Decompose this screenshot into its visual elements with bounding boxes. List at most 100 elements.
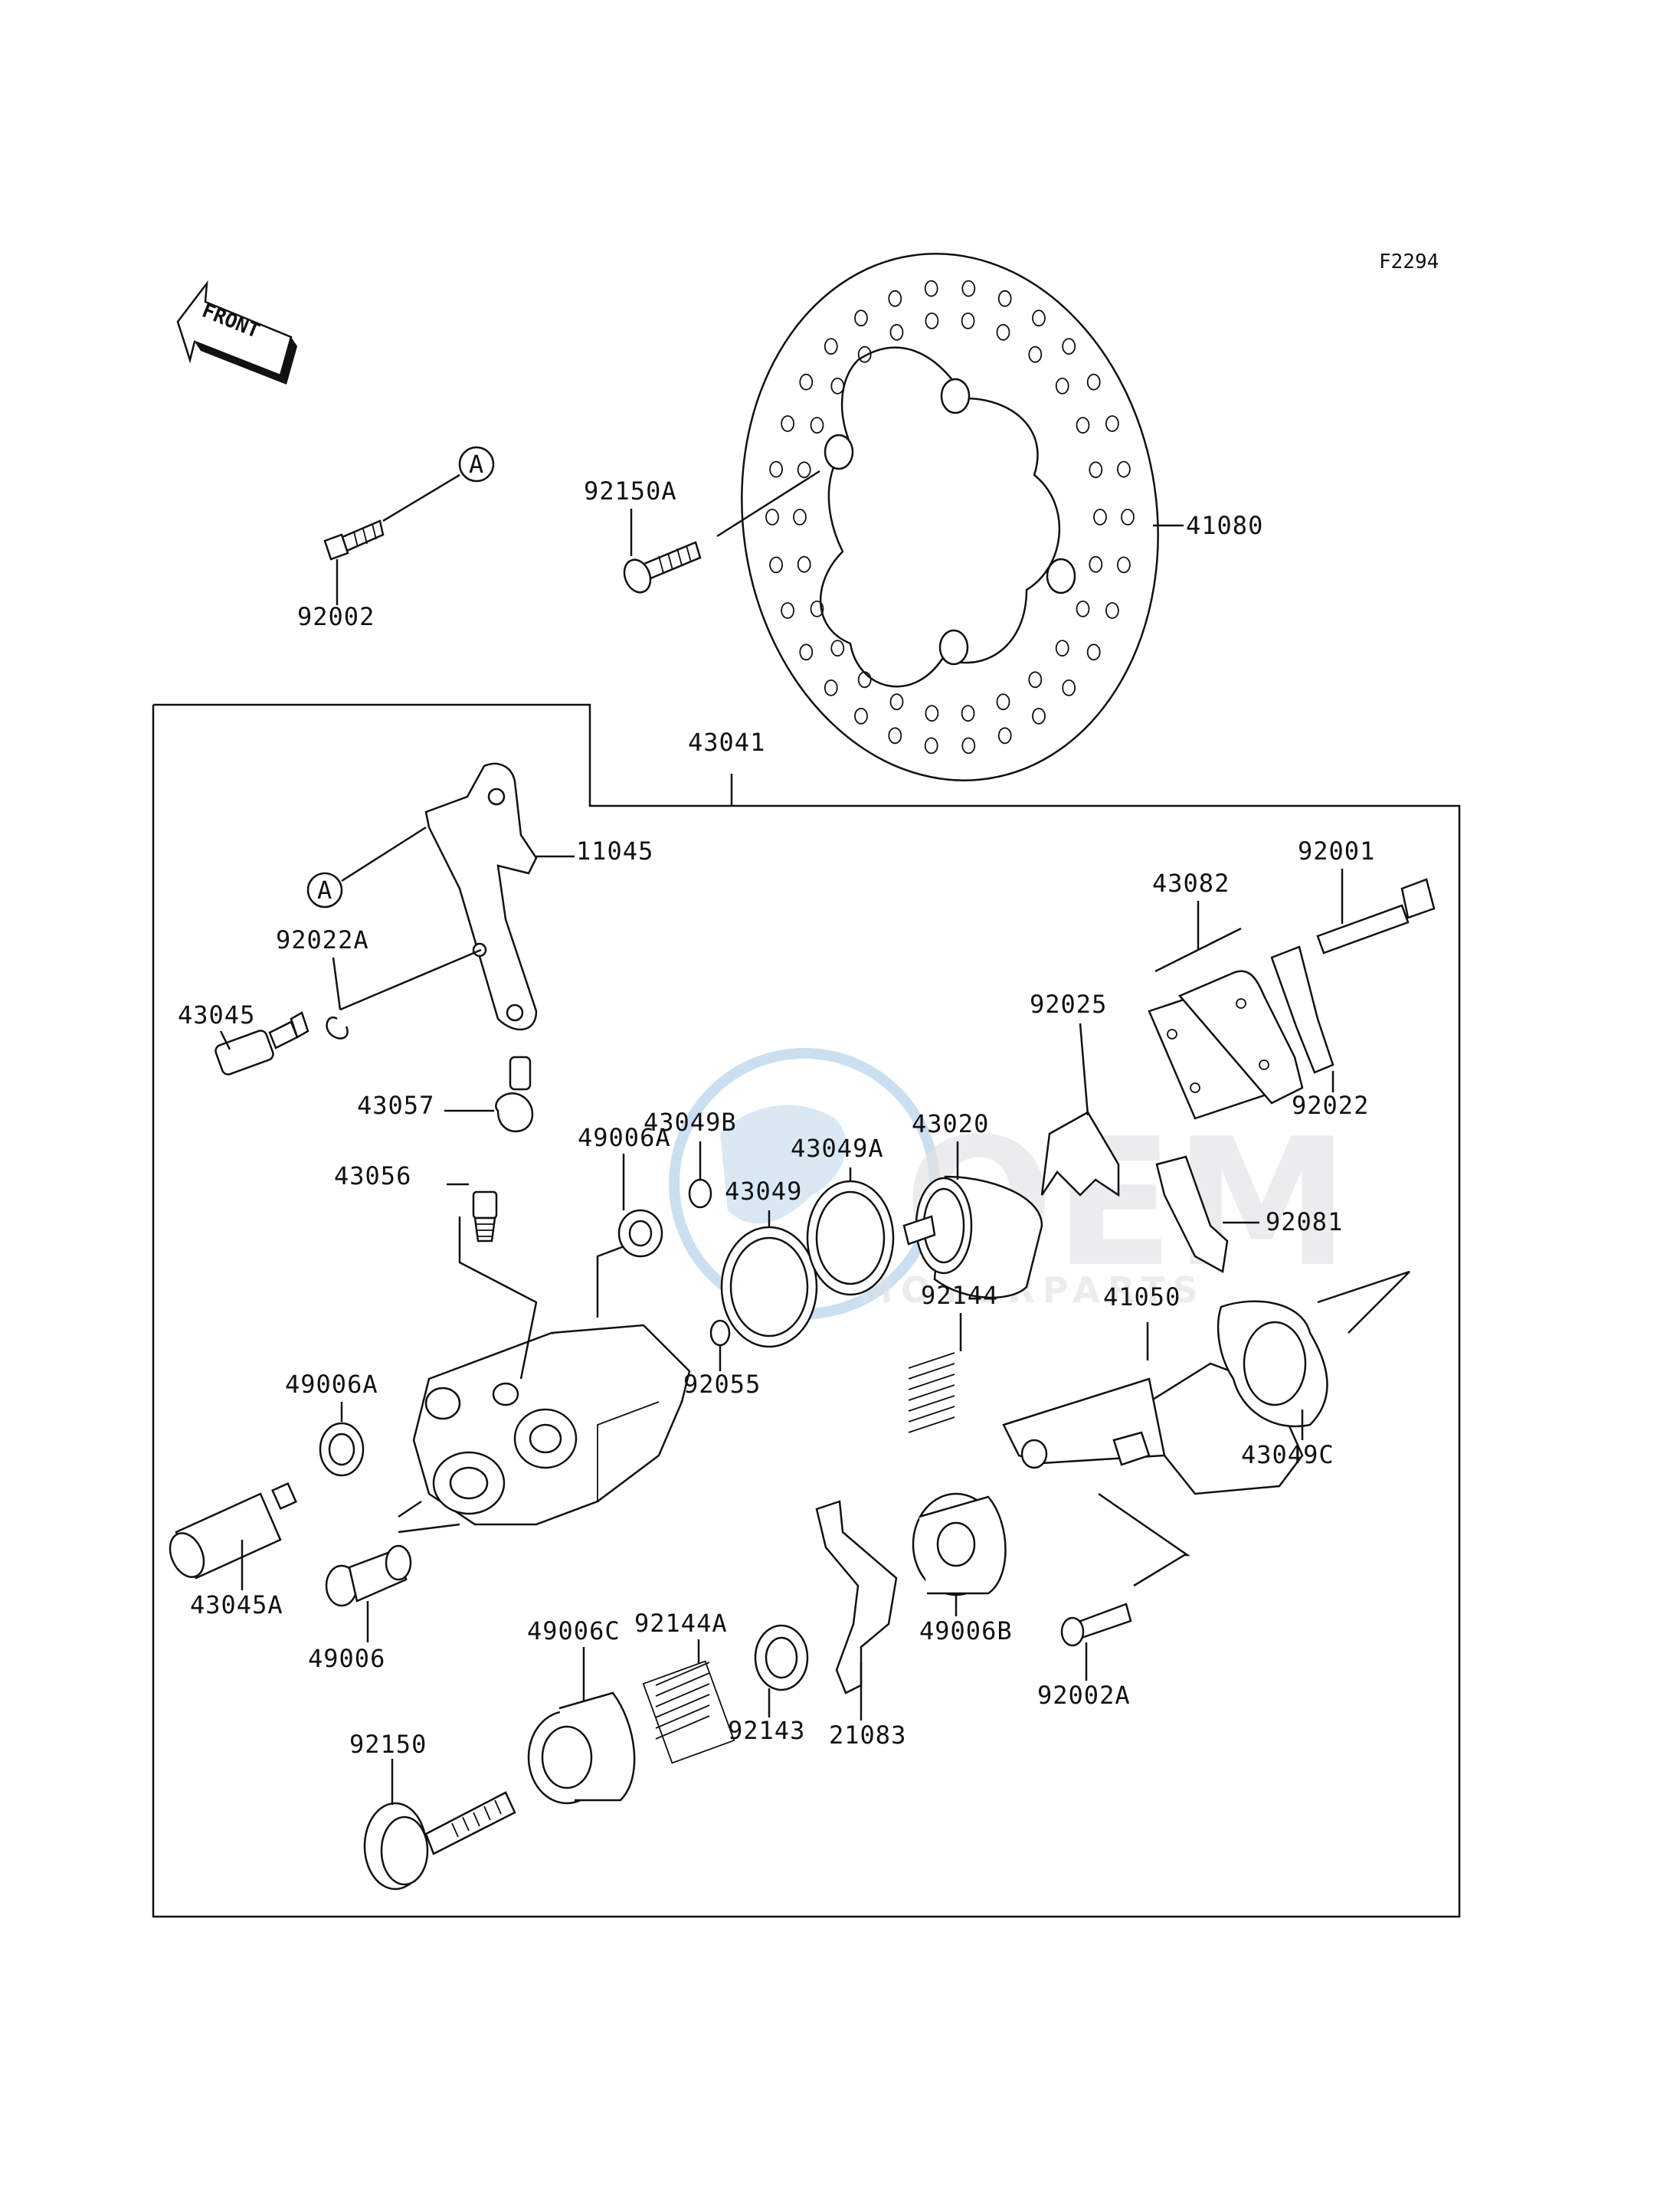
disc-hole bbox=[925, 312, 939, 329]
cap-43057 bbox=[495, 1056, 534, 1133]
disc-hole bbox=[1105, 415, 1119, 432]
part-number-41080: 41080 bbox=[1186, 511, 1263, 540]
part-number-92144: 92144 bbox=[921, 1281, 998, 1310]
part-number-49006a-bottom: 49006A bbox=[285, 1370, 378, 1399]
disc-hole bbox=[799, 643, 814, 661]
disc-hole bbox=[769, 460, 783, 478]
part-number-43045: 43045 bbox=[178, 1000, 255, 1030]
cup-49006b bbox=[912, 1492, 1007, 1596]
piston-43020 bbox=[902, 1175, 1043, 1299]
disc-hole bbox=[888, 290, 902, 307]
part-number-92025: 92025 bbox=[1030, 990, 1107, 1019]
disc-hole bbox=[889, 323, 904, 341]
part-number-92022a: 92022A bbox=[276, 925, 369, 954]
disc-hole bbox=[830, 377, 845, 395]
disc-hole bbox=[830, 640, 845, 656]
part-number-92002: 92002 bbox=[297, 602, 375, 631]
part-number-49006c: 49006C bbox=[527, 1616, 621, 1645]
disc-hole bbox=[1076, 601, 1090, 617]
pad-43082 bbox=[1148, 970, 1304, 1120]
part-number-21083: 21083 bbox=[829, 1721, 906, 1750]
bolt-92150a bbox=[623, 541, 702, 594]
bolt-92002 bbox=[323, 519, 385, 561]
part-number-49006: 49006 bbox=[308, 1644, 385, 1673]
lever-21083 bbox=[815, 1500, 898, 1694]
disc-hole bbox=[961, 280, 976, 297]
disc-hole bbox=[781, 415, 794, 432]
disc-hole bbox=[1086, 373, 1101, 391]
front-arrow-icon: FRONT bbox=[176, 280, 297, 385]
washer-92022a bbox=[326, 1016, 349, 1040]
disc-hole bbox=[961, 312, 975, 329]
disc-hole bbox=[797, 555, 811, 573]
part-number-92144a: 92144A bbox=[634, 1609, 728, 1638]
bolt-49006 bbox=[325, 1544, 412, 1607]
part-number-43049c: 43049C bbox=[1241, 1440, 1335, 1469]
disc-hole bbox=[1032, 707, 1046, 725]
part-number-92022: 92022 bbox=[1292, 1091, 1369, 1120]
part-number-49006b: 49006B bbox=[919, 1616, 1013, 1645]
part-number-43049b: 43049B bbox=[644, 1108, 737, 1137]
seal-43049 bbox=[720, 1226, 818, 1348]
disc-hole bbox=[854, 707, 868, 725]
bolt-92001 bbox=[1316, 878, 1436, 954]
disc-holes bbox=[765, 280, 1135, 755]
diagram-code: F2294 bbox=[1379, 250, 1439, 273]
part-number-92143: 92143 bbox=[728, 1716, 805, 1745]
part-number-43045a: 43045A bbox=[190, 1590, 283, 1619]
disc-hole bbox=[961, 737, 976, 755]
disc-hole bbox=[1062, 338, 1076, 355]
seal-43049a bbox=[806, 1180, 895, 1296]
disc-hole bbox=[1032, 309, 1046, 327]
disc-hole bbox=[1121, 509, 1135, 526]
disc-hole bbox=[1062, 679, 1076, 696]
ref-a-top-label: A bbox=[469, 450, 484, 479]
gasket-43049c bbox=[1217, 1300, 1328, 1428]
assembly-outline bbox=[152, 703, 1461, 1918]
disc-hole bbox=[769, 556, 783, 574]
bolt-92002a bbox=[1060, 1603, 1132, 1647]
disc-hole bbox=[1117, 556, 1131, 574]
caliper-bracket bbox=[424, 762, 538, 1031]
cup-49006c bbox=[527, 1691, 636, 1805]
disc-hole bbox=[889, 693, 904, 711]
seal-49006a-top bbox=[617, 1209, 663, 1258]
bleeder-43056 bbox=[472, 1190, 498, 1243]
brake-disc bbox=[741, 253, 1159, 781]
part-number-11045: 11045 bbox=[576, 837, 653, 866]
shim-92022 bbox=[1270, 945, 1335, 1074]
disc-hole bbox=[854, 309, 868, 327]
disc-hole bbox=[810, 417, 824, 434]
part-number-92081: 92081 bbox=[1266, 1207, 1343, 1236]
ref-a-bottom-label: A bbox=[317, 876, 332, 905]
disc-hole bbox=[924, 737, 938, 755]
bracket-92025 bbox=[1040, 1111, 1120, 1197]
disc-hole bbox=[1055, 640, 1069, 656]
disc-hole bbox=[1089, 461, 1103, 479]
disc-hole bbox=[1028, 345, 1043, 363]
spring-92144a bbox=[642, 1660, 735, 1764]
oring-92055 bbox=[709, 1319, 731, 1347]
disc-hole bbox=[765, 509, 779, 526]
washer-92143 bbox=[754, 1624, 809, 1691]
spring-92081 bbox=[1155, 1155, 1229, 1273]
disc-hole bbox=[857, 345, 872, 363]
bolt-92150 bbox=[363, 1791, 516, 1891]
disc-hole bbox=[1117, 460, 1131, 478]
disc-hole bbox=[857, 671, 872, 689]
disc-hole bbox=[824, 338, 838, 355]
disc-hole bbox=[997, 290, 1012, 307]
disc-hole bbox=[799, 373, 814, 391]
part-number-43020: 43020 bbox=[912, 1109, 989, 1138]
disc-hole bbox=[924, 280, 938, 297]
pin-43045a bbox=[169, 1482, 297, 1580]
spring-92144 bbox=[908, 1352, 955, 1433]
disc-hole bbox=[961, 705, 975, 722]
ring-43049b bbox=[688, 1178, 712, 1209]
part-number-92150a: 92150A bbox=[584, 476, 677, 506]
disc-hole bbox=[1055, 377, 1069, 395]
seal-49006a-bottom bbox=[319, 1422, 365, 1477]
disc-hole bbox=[1086, 643, 1101, 661]
part-number-43082: 43082 bbox=[1152, 869, 1230, 898]
